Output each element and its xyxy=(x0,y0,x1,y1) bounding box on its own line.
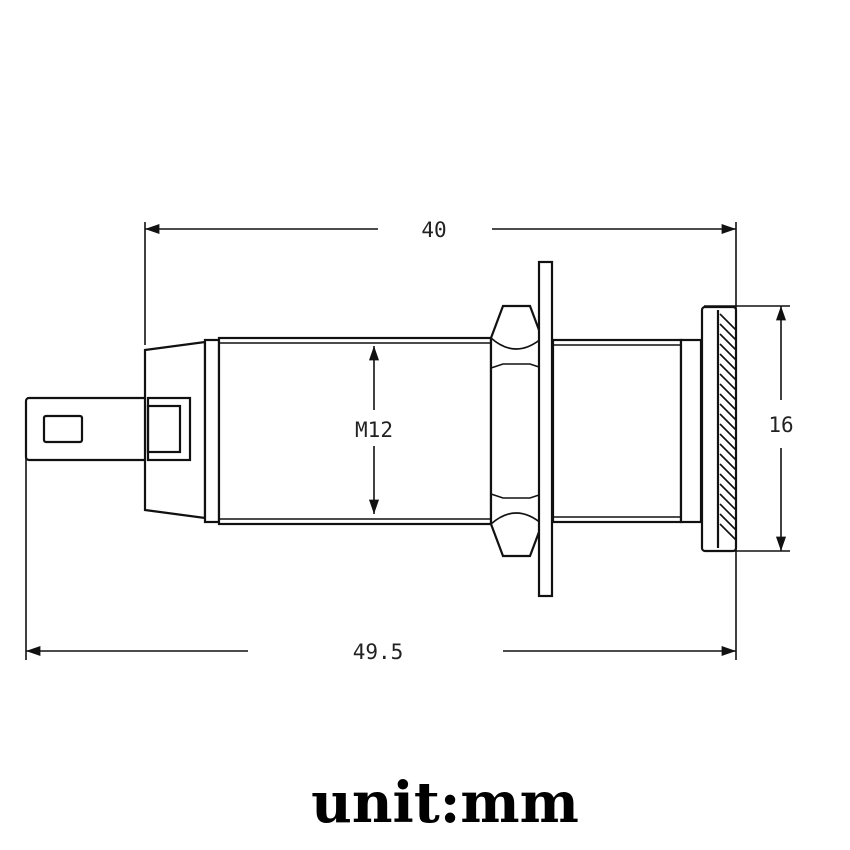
dimension-49-5: 49.5 xyxy=(25,640,736,664)
dimension-label-16: 16 xyxy=(768,413,793,437)
dimension-40: 40 xyxy=(145,218,736,242)
dimension-label-40: 40 xyxy=(421,218,446,242)
rear-insulator xyxy=(143,340,207,520)
front-flange xyxy=(700,305,738,553)
hex-nut xyxy=(489,304,544,558)
dimension-label-m12: M12 xyxy=(355,418,393,442)
dimension-label-49-5: 49.5 xyxy=(353,640,404,664)
dimension-m12: M12 xyxy=(355,346,393,514)
dimension-16: 16 xyxy=(768,306,794,551)
unit-label: unit:mm xyxy=(311,770,579,836)
washer-plate xyxy=(537,260,554,598)
threaded-body xyxy=(203,336,703,526)
